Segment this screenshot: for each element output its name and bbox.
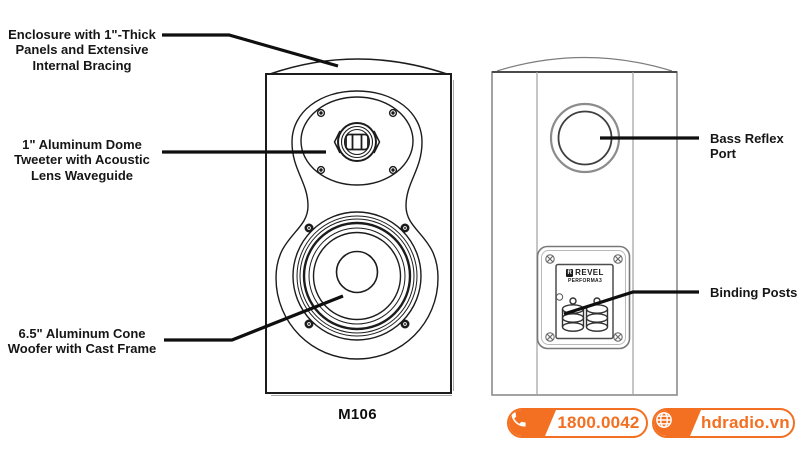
woofer-frame-screws [304, 223, 410, 329]
website-badge[interactable]: hdradio.vn [652, 408, 795, 438]
tweeter-unit [333, 122, 381, 162]
binding-post-plate [536, 245, 631, 350]
revel-crest-icon: R [566, 269, 574, 278]
front-cabinet-edge-shadow [271, 80, 454, 396]
tweeter-lens-wings [333, 130, 381, 154]
globe-icon [654, 410, 701, 436]
terminal-plate-branding: R REVEL PERFORMA3 [556, 268, 614, 284]
woofer-unit [292, 211, 422, 341]
binding-posts-leader-line [563, 290, 699, 316]
front-view-drawing [265, 58, 454, 396]
tweeter-label: 1" Aluminum Dome Tweeter with Acoustic L… [14, 137, 150, 183]
plate-screws [545, 254, 623, 342]
woofer-dust-cap [335, 250, 379, 294]
enclosure-label: Enclosure with 1"-Thick Panels and Exten… [8, 27, 156, 73]
phone-icon-glyph [509, 410, 528, 429]
rear-view-drawing [491, 56, 678, 396]
model-label: M106 [338, 406, 377, 423]
terminal-recess [555, 263, 614, 340]
rear-panel-seams [536, 72, 634, 395]
tweeter-lens-grid [345, 133, 369, 151]
woofer-leader-line [164, 294, 344, 342]
callout-lines [162, 33, 699, 342]
front-cabinet-outline [265, 73, 452, 394]
tweeter-plate-screws [316, 108, 398, 175]
phone-icon [509, 410, 556, 436]
rear-cabinet-outline [491, 71, 678, 396]
rear-top-curve [496, 56, 673, 72]
enclosure-leader-line [162, 33, 339, 68]
baffle-contour [275, 90, 439, 360]
bass-reflex-port-label: Bass Reflex Port [710, 131, 784, 162]
front-top-curve [269, 58, 448, 75]
revel-brand-text: REVEL [575, 268, 604, 277]
website-url: hdradio.vn [701, 413, 790, 432]
tweeter-waveguide-plate [300, 96, 414, 186]
hotline-number: 1800.0042 [557, 413, 640, 432]
woofer-cone-edge [312, 231, 402, 321]
certification-mark [555, 293, 564, 301]
woofer-label: 6.5" Aluminum Cone Woofer with Cast Fram… [7, 326, 157, 357]
woofer-surround [302, 221, 412, 331]
performa-series-text: PERFORMA3 [567, 277, 603, 284]
hotline-badge[interactable]: 1800.0042 [507, 408, 648, 438]
globe-icon-glyph [654, 410, 674, 430]
binding-posts-label: Binding Posts [710, 285, 798, 300]
